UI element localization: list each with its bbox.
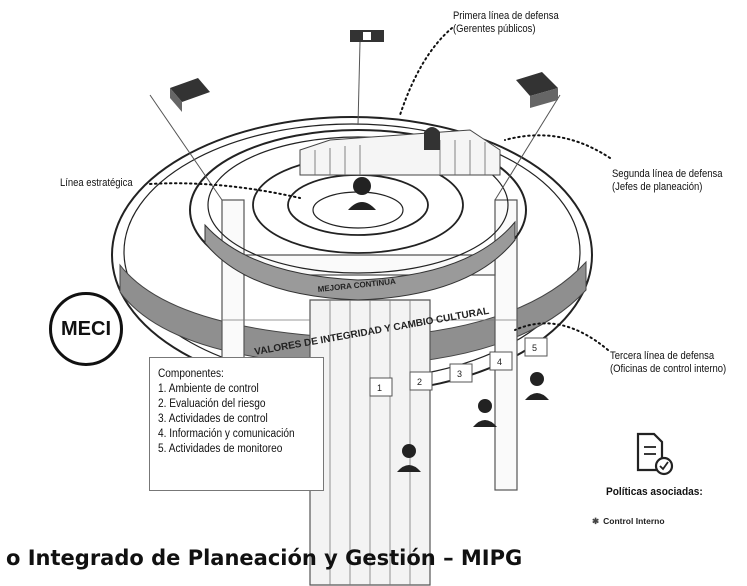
segunda-linea-label: Segunda línea de defensa (Jefes de plane… <box>612 168 722 194</box>
component-item: 3. Actividades de control <box>158 413 268 425</box>
components-title: Componentes: <box>158 368 224 380</box>
leader-primera <box>399 27 453 116</box>
primera-linea-title: Primera línea de defensa <box>453 10 559 22</box>
person-icon-3 <box>525 372 549 400</box>
segunda-linea-title: Segunda línea de defensa <box>612 168 723 180</box>
step-number: 1 <box>377 383 382 393</box>
leader-estrategica <box>149 182 301 199</box>
step-number: 5 <box>532 343 537 353</box>
politica-label: Control Interno <box>603 516 665 526</box>
linea-estrategica-label: Línea estratégica <box>60 177 133 189</box>
middle-ring-2 <box>207 136 509 274</box>
person-icon-1 <box>397 444 421 472</box>
politicas-title: Políticas asociadas: <box>606 486 703 498</box>
tercera-linea-subtitle: (Oficinas de control interno) <box>610 363 727 375</box>
step-number: 2 <box>417 377 422 387</box>
bullet-icon: ✱ <box>592 516 600 526</box>
person-icon-2 <box>473 399 497 427</box>
leader-segunda <box>504 134 611 159</box>
upper-building <box>299 129 501 176</box>
leader-tercera <box>514 322 609 351</box>
tercera-linea-label: Tercera línea de defensa (Oficinas de co… <box>610 350 726 376</box>
components-box: Componentes: 1. Ambiente de control 2. E… <box>149 357 324 491</box>
primera-linea-subtitle: (Gerentes públicos) <box>453 23 536 35</box>
segunda-linea-subtitle: (Jefes de planeación) <box>612 181 703 193</box>
improvement-band <box>204 220 516 301</box>
roof-block-right <box>516 72 558 108</box>
document-check-icon <box>636 432 674 476</box>
primera-linea-label: Primera línea de defensa (Gerentes públi… <box>453 10 559 36</box>
roof-block-left <box>170 78 210 112</box>
component-item: 4. Información y comunicación <box>158 428 295 440</box>
component-item: 1. Ambiente de control <box>158 383 259 395</box>
right-pillar <box>494 199 518 491</box>
politicas-item: ✱Control Interno <box>592 516 665 527</box>
step-number: 3 <box>457 369 462 379</box>
step-number: 4 <box>497 357 502 367</box>
flag-icon-top <box>350 30 384 42</box>
component-item: 5. Actividades de monitoreo <box>158 443 283 455</box>
page-title: o Integrado de Planeación y Gestión – MI… <box>6 546 523 570</box>
tercera-linea-title: Tercera línea de defensa <box>610 350 715 362</box>
arch-door-icon <box>424 127 440 150</box>
meci-badge: MECI <box>49 292 123 366</box>
person-icon-center <box>348 177 376 210</box>
component-item: 2. Evaluación del riesgo <box>158 398 266 410</box>
